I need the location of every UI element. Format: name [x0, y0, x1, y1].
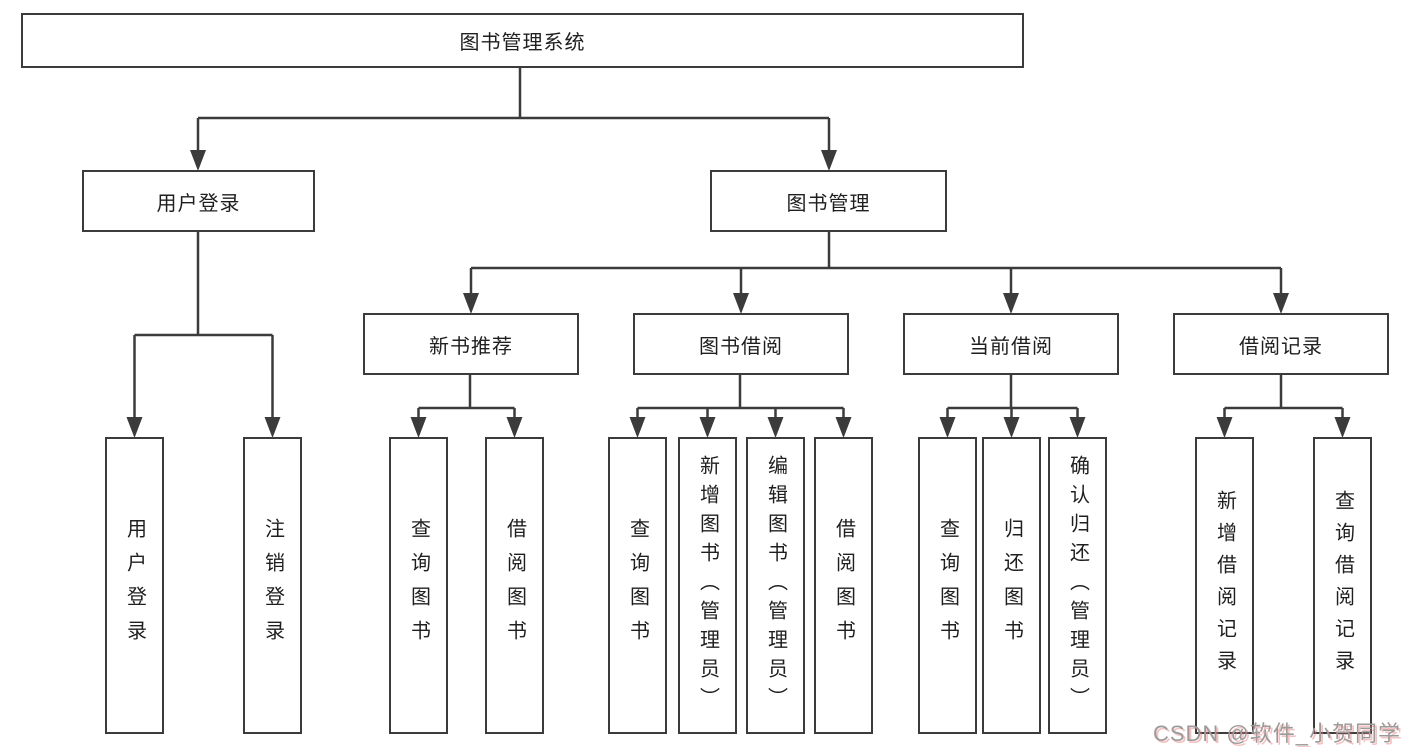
leaf-borrow-books-recommend-label: 借阅图书 [503, 517, 526, 654]
leaf-query-books-recommend-label: 查询图书 [407, 517, 430, 654]
leaf-query-borrow-record-label: 查询借阅记录 [1331, 489, 1354, 682]
leaf-query-books-borrowing-label: 查询图书 [626, 517, 649, 654]
leaf-return-book: 归还图书 [982, 437, 1041, 734]
node-user-login: 用户登录 [82, 170, 315, 232]
leaf-query-books-current: 查询图书 [918, 437, 977, 734]
node-book-borrowing-label: 图书借阅 [699, 335, 783, 358]
leaf-add-book-admin-label: 新增图书（管理员） [696, 455, 719, 716]
leaf-edit-book-admin: 编辑图书（管理员） [746, 437, 805, 734]
node-user-login-label: 用户登录 [156, 192, 241, 215]
node-book-management-label: 图书管理 [786, 192, 871, 215]
node-book-management: 图书管理 [710, 170, 947, 232]
node-borrowing-records: 借阅记录 [1173, 313, 1389, 375]
leaf-borrow-books-borrowing-label: 借阅图书 [832, 517, 855, 654]
node-current-borrowing: 当前借阅 [903, 313, 1119, 375]
node-borrowing-records-label: 借阅记录 [1239, 335, 1323, 358]
leaf-query-books-recommend: 查询图书 [389, 437, 448, 734]
node-new-book-recommend-label: 新书推荐 [429, 335, 513, 358]
leaf-logout: 注销登录 [243, 437, 302, 734]
leaf-confirm-return-admin: 确认归还（管理员） [1048, 437, 1107, 734]
node-root-library-system: 图书管理系统 [21, 13, 1024, 68]
leaf-borrow-books-borrowing: 借阅图书 [814, 437, 873, 734]
leaf-logout-label: 注销登录 [261, 517, 284, 654]
leaf-query-borrow-record: 查询借阅记录 [1313, 437, 1372, 734]
leaf-add-book-admin: 新增图书（管理员） [678, 437, 737, 734]
leaf-query-books-current-label: 查询图书 [936, 517, 959, 654]
csdn-watermark: CSDN @软件_小贺同学 [1152, 721, 1401, 746]
leaf-add-borrow-record: 新增借阅记录 [1195, 437, 1254, 734]
leaf-add-borrow-record-label: 新增借阅记录 [1213, 489, 1236, 682]
leaf-borrow-books-recommend: 借阅图书 [485, 437, 544, 734]
leaf-return-book-label: 归还图书 [1000, 517, 1023, 654]
leaf-user-login: 用户登录 [105, 437, 164, 734]
node-current-borrowing-label: 当前借阅 [969, 335, 1053, 358]
node-new-book-recommend: 新书推荐 [363, 313, 579, 375]
leaf-edit-book-admin-label: 编辑图书（管理员） [764, 455, 787, 716]
node-root-label: 图书管理系统 [459, 32, 586, 54]
leaf-confirm-return-admin-label: 确认归还（管理员） [1066, 455, 1089, 716]
leaf-query-books-borrowing: 查询图书 [608, 437, 667, 734]
leaf-user-login-label: 用户登录 [123, 517, 146, 654]
node-book-borrowing: 图书借阅 [633, 313, 849, 375]
